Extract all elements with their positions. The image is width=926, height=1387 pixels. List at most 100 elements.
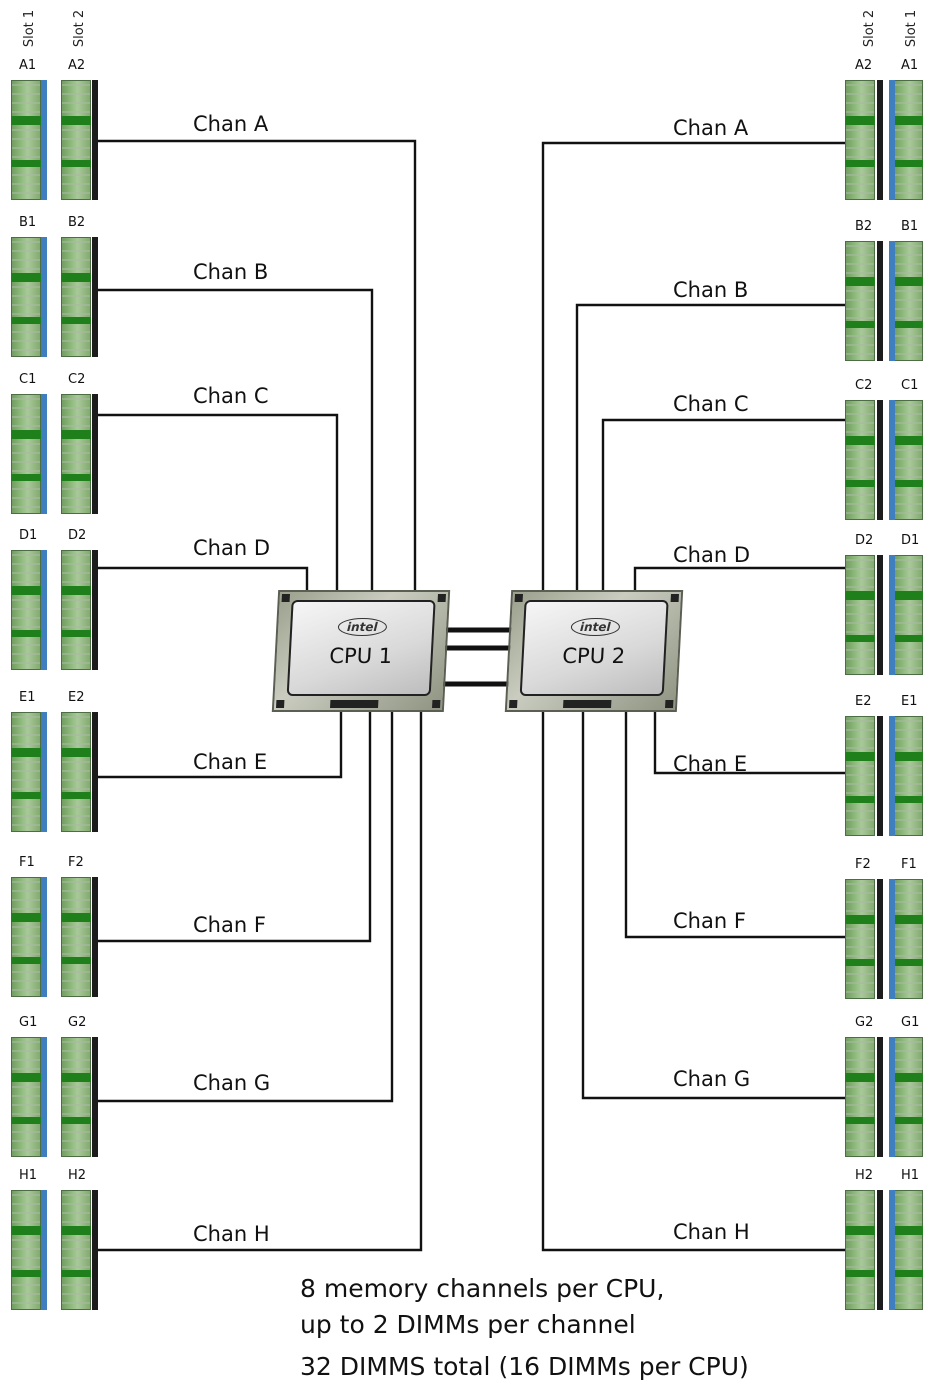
cpu1-chan-d-label: Chan D <box>193 536 270 560</box>
dimm-g1-edge <box>41 1037 47 1157</box>
dimm-h1-edge <box>41 1190 47 1310</box>
dimm-e2-edge <box>92 712 98 832</box>
dimm-label-a2: A2 <box>68 58 86 73</box>
right-slot1-header: Slot 1 <box>900 6 924 50</box>
dimm-h1 <box>11 1190 41 1310</box>
dimm-label-a1: A1 <box>19 58 37 73</box>
dimm-label-c1: C1 <box>19 372 37 387</box>
cpu2-chan-b-wire <box>575 303 845 590</box>
cpu2-chan-d-wire <box>633 566 845 590</box>
dimm-label-e1: E1 <box>19 690 36 705</box>
cpu2-chan-c-label: Chan C <box>673 392 749 416</box>
cpu2-dimm-label-d1: D1 <box>901 533 920 548</box>
left-slot1-header-text: Slot 1 <box>22 9 38 47</box>
cpu2-dimm-label-f1: F1 <box>901 857 917 872</box>
cpu2-dimm-label-a2: A2 <box>855 58 873 73</box>
cpu1-chan-b-wire <box>98 288 374 590</box>
cpu2-dimm-c1-edge <box>889 400 895 520</box>
cpu-1: intel CPU 1 <box>271 590 451 712</box>
dimm-e2 <box>61 712 91 832</box>
dimm-c1-edge <box>41 394 47 514</box>
note-line-2: up to 2 DIMMs per channel <box>300 1310 636 1339</box>
cpu2-dimm-label-b1: B1 <box>901 219 919 234</box>
cpu2-dimm-e1-edge <box>889 716 895 836</box>
cpu2-dimm-g1-edge <box>889 1037 895 1157</box>
cpu-2-label: CPU 2 <box>561 644 626 668</box>
dimm-h2-edge <box>92 1190 98 1310</box>
dimm-c1 <box>11 394 41 514</box>
dimm-b1 <box>11 237 41 357</box>
cpu2-dimm-f2-edge <box>877 879 883 999</box>
cpu2-dimm-a2 <box>845 80 875 200</box>
cpu2-dimm-f1 <box>893 879 923 999</box>
cpu2-dimm-b2-edge <box>877 241 883 361</box>
cpu1-chan-b-label: Chan B <box>193 260 269 284</box>
dimm-e1-edge <box>41 712 47 832</box>
left-slot1-header: Slot 1 <box>18 6 42 50</box>
right-slot1-header-text: Slot 1 <box>904 9 920 47</box>
dimm-h2 <box>61 1190 91 1310</box>
cpu2-dimm-b1 <box>893 241 923 361</box>
dimm-b1-edge <box>41 237 47 357</box>
cpu2-dimm-c1 <box>893 400 923 520</box>
dimm-d1 <box>11 550 41 670</box>
dimm-d1-edge <box>41 550 47 670</box>
dimm-label-g1: G1 <box>19 1015 38 1030</box>
dimm-g1 <box>11 1037 41 1157</box>
cpu2-dimm-d2-edge <box>877 555 883 675</box>
cpu2-chan-f-wire <box>624 710 845 939</box>
cpu2-chan-d-label: Chan D <box>673 543 750 567</box>
dimm-label-c2: C2 <box>68 372 86 387</box>
cpu-1-label: CPU 1 <box>328 644 393 668</box>
cpu2-chan-e-label: Chan E <box>673 752 748 776</box>
note-line-1: 8 memory channels per CPU, <box>300 1274 665 1303</box>
cpu2-chan-e-wire <box>653 710 845 775</box>
cpu1-chan-c-wire <box>98 413 339 590</box>
cpu2-dimm-label-g1: G1 <box>901 1015 920 1030</box>
cpu2-dimm-e1 <box>893 716 923 836</box>
dimm-e1 <box>11 712 41 832</box>
cpu2-dimm-g2 <box>845 1037 875 1157</box>
dimm-a2 <box>61 80 91 200</box>
cpu2-chan-a-wire <box>541 141 845 590</box>
dimm-g2 <box>61 1037 91 1157</box>
right-slot2-header: Slot 2 <box>858 6 882 50</box>
cpu2-dimm-a1 <box>893 80 923 200</box>
cpu2-chan-a-label: Chan A <box>673 116 749 140</box>
cpu2-dimm-h2-edge <box>877 1190 883 1310</box>
note-line-3: 32 DIMMS total (16 DIMMs per CPU) <box>300 1352 749 1381</box>
cpu2-dimm-g1 <box>893 1037 923 1157</box>
cpu2-dimm-label-h2: H2 <box>855 1168 874 1183</box>
cpu2-chan-b-label: Chan B <box>673 278 749 302</box>
dimm-d2-edge <box>92 550 98 670</box>
right-slot2-header-text: Slot 2 <box>862 9 878 47</box>
intel-logo-icon: intel <box>570 618 621 636</box>
cpu2-chan-g-label: Chan G <box>673 1067 751 1091</box>
cpu2-dimm-label-c1: C1 <box>901 378 919 393</box>
cpu1-chan-g-wire <box>98 710 394 1103</box>
left-slot2-header-text: Slot 2 <box>72 9 88 47</box>
cpu1-chan-g-label: Chan G <box>193 1071 271 1095</box>
cpu2-chan-h-label: Chan H <box>673 1220 750 1244</box>
cpu2-dimm-a2-edge <box>877 80 883 200</box>
cpu2-dimm-d2 <box>845 555 875 675</box>
cpu2-dimm-label-a1: A1 <box>901 58 919 73</box>
dimm-c2-edge <box>92 394 98 514</box>
left-slot2-header: Slot 2 <box>68 6 92 50</box>
dimm-a2-edge <box>92 80 98 200</box>
cpu2-dimm-label-d2: D2 <box>855 533 874 548</box>
dimm-f2-edge <box>92 877 98 997</box>
dimm-label-b1: B1 <box>19 215 37 230</box>
cpu2-chan-f-label: Chan F <box>673 909 746 933</box>
cpu1-chan-a-label: Chan A <box>193 112 269 136</box>
cpu2-dimm-c2-edge <box>877 400 883 520</box>
cpu2-dimm-g2-edge <box>877 1037 883 1157</box>
cpu2-dimm-f2 <box>845 879 875 999</box>
cpu2-dimm-d1 <box>893 555 923 675</box>
dimm-label-f1: F1 <box>19 855 35 870</box>
dimm-label-g2: G2 <box>68 1015 87 1030</box>
cpu1-chan-e-label: Chan E <box>193 750 268 774</box>
cpu1-chan-d-wire <box>98 566 309 590</box>
